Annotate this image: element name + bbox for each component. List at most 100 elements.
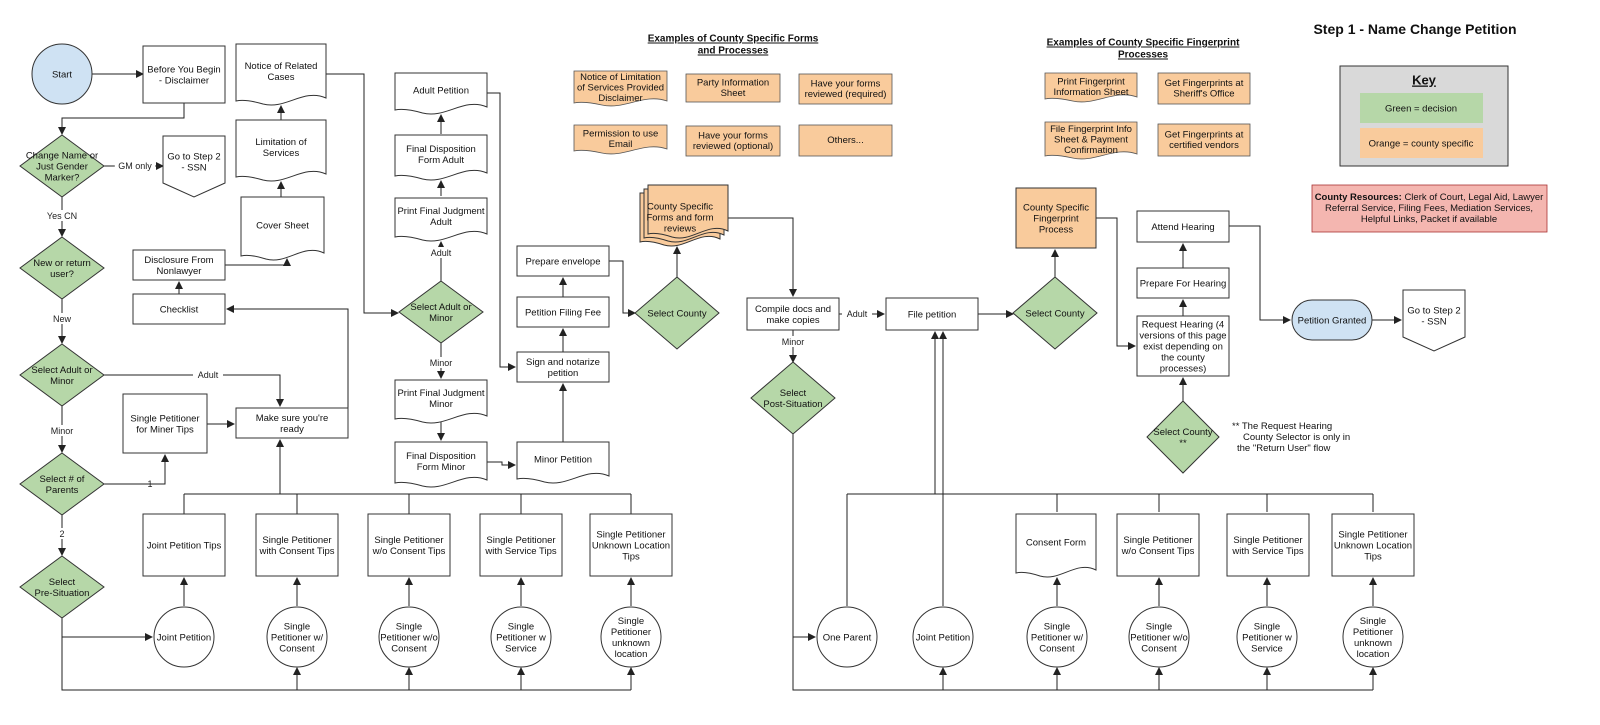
before-you-begin-box[interactable] <box>142 45 226 104</box>
ex-permission-email-example <box>573 124 668 155</box>
checklist-label: Checklist <box>160 305 199 316</box>
legend-key <box>1339 65 1509 167</box>
consent-tips-box[interactable] <box>255 513 339 577</box>
connector <box>61 618 153 641</box>
wo-consent-tips-r-box[interactable] <box>1116 513 1200 577</box>
change-name-decision[interactable] <box>19 134 105 198</box>
service-tips-r-box[interactable] <box>1226 513 1310 577</box>
petition-filing-fee-box[interactable] <box>516 296 610 328</box>
joint-petition-circle[interactable] <box>153 606 215 668</box>
limitation-services-document[interactable] <box>235 119 327 182</box>
edge-label-yes-cn: Yes CN <box>47 211 77 221</box>
compile-docs-box[interactable] <box>746 297 840 331</box>
connector <box>61 637 631 691</box>
select-adult-minor-mid-decision[interactable] <box>398 280 484 344</box>
sp-wo-consent-circle[interactable] <box>378 606 440 668</box>
county-forms-multidocument[interactable] <box>639 184 729 247</box>
sp-unknown-r-circle[interactable] <box>1342 606 1404 668</box>
request-hearing-box[interactable] <box>1136 315 1230 377</box>
disclosure-box[interactable] <box>132 249 226 281</box>
connector <box>104 454 169 485</box>
petition-filing-fee-label: Petition Filing Fee <box>525 308 601 319</box>
sp-consent-circle[interactable] <box>266 606 328 668</box>
checklist-box[interactable] <box>132 293 226 325</box>
notice-related-cases-document[interactable] <box>235 43 327 106</box>
sp-wo-consent-r-circle[interactable] <box>1128 606 1190 668</box>
service-tips-box[interactable] <box>479 513 563 577</box>
sp-consent-r-circle[interactable] <box>1026 606 1088 668</box>
ex-notice-limitation-example <box>573 70 668 107</box>
final-disp-adult-document[interactable] <box>394 134 488 181</box>
unknown-tips-r-box[interactable] <box>1331 513 1415 577</box>
sp-service-r-circle[interactable] <box>1236 606 1298 668</box>
page-title: Step 1 - Name Change Petition <box>1313 21 1516 37</box>
final-disp-minor-document[interactable] <box>394 441 488 488</box>
sp-unknown-circle[interactable] <box>600 606 662 668</box>
prepare-hearing-box[interactable] <box>1136 267 1230 299</box>
connector <box>792 434 1373 691</box>
ex-others-label: Others... <box>827 135 863 146</box>
joint-petition-label: Joint Petition <box>157 633 211 644</box>
prepare-envelope-box[interactable] <box>516 245 610 277</box>
edge-label-adult-right: Adult <box>847 309 868 319</box>
new-or-return-decision[interactable] <box>19 236 105 300</box>
adult-petition-label: Adult Petition <box>413 86 469 97</box>
connector <box>226 305 349 424</box>
one-parent-circle[interactable] <box>816 606 878 668</box>
select-county-c-label: Select County** <box>1153 427 1212 449</box>
legend-title: Key <box>1412 73 1437 88</box>
attend-hearing-box[interactable] <box>1136 210 1230 243</box>
connector <box>720 217 797 297</box>
petition-granted-terminal[interactable] <box>1291 299 1373 341</box>
select-county-c-decision[interactable] <box>1146 400 1220 474</box>
consent-form-document[interactable] <box>1015 513 1097 578</box>
file-petition-box[interactable] <box>885 297 979 331</box>
connector <box>609 260 636 317</box>
print-final-minor-document[interactable] <box>394 379 488 424</box>
sp-service-circle[interactable] <box>490 606 552 668</box>
joint-petition-r-circle[interactable] <box>912 606 974 668</box>
county-resources-box <box>1311 184 1548 233</box>
select-post-decision[interactable] <box>750 361 836 435</box>
joint-petition-tips-box[interactable] <box>142 513 226 577</box>
select-county-b-decision[interactable] <box>1012 276 1098 350</box>
go-step2-b-offpage[interactable] <box>1402 289 1466 352</box>
make-sure-ready-box[interactable] <box>235 407 349 439</box>
select-parents-decision[interactable] <box>19 452 105 516</box>
select-presituation-decision[interactable] <box>19 555 105 619</box>
adult-petition-document[interactable] <box>394 72 488 115</box>
start-circle[interactable] <box>31 43 93 105</box>
print-final-adult-document[interactable] <box>394 197 488 242</box>
sign-notarize-box[interactable] <box>516 351 610 383</box>
single-miner-tips-box[interactable] <box>122 393 208 454</box>
county-fingerprint-box[interactable] <box>1015 187 1097 249</box>
select-county-a-decision[interactable] <box>634 276 720 350</box>
minor-petition-document[interactable] <box>516 441 610 484</box>
go-step2-a-offpage[interactable] <box>162 135 226 198</box>
select-adult-minor-left-decision[interactable] <box>19 343 105 407</box>
file-petition-label: File petition <box>908 310 957 321</box>
connector <box>225 258 291 266</box>
cover-sheet-document[interactable] <box>240 196 325 261</box>
unknown-tips-box[interactable] <box>589 513 673 577</box>
wo-consent-tips-box[interactable] <box>367 513 451 577</box>
ex-others-example <box>798 124 893 157</box>
